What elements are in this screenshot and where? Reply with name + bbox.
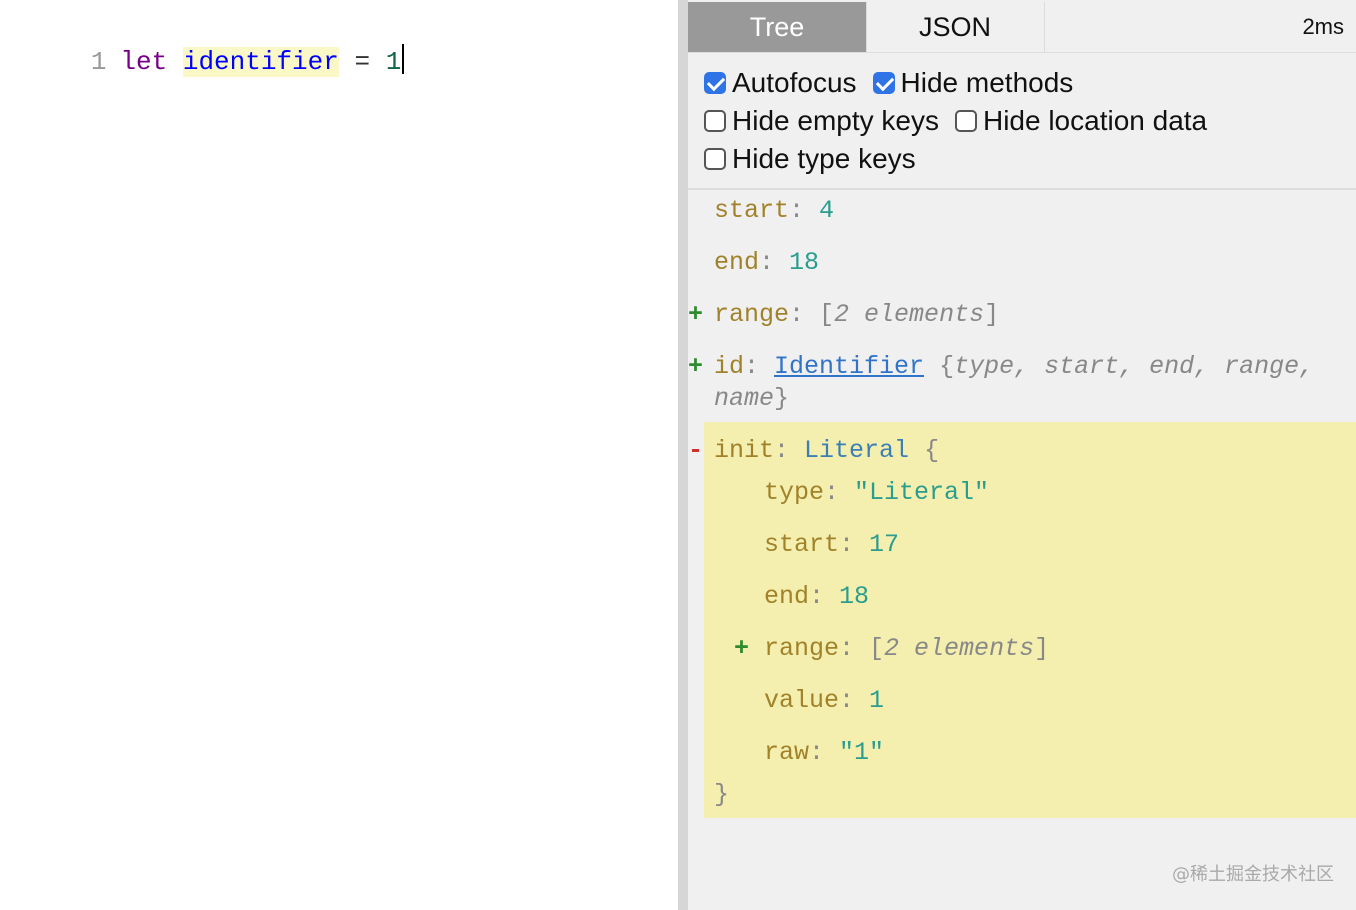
checkbox-hide-location-data[interactable] — [954, 110, 977, 132]
property-value: 18 — [839, 582, 870, 611]
panel-splitter[interactable] — [678, 0, 688, 910]
tree-property-value: value: 1 — [764, 686, 885, 715]
property-value: 4 — [819, 196, 835, 225]
options-row: Autofocus Hide methods — [704, 67, 1089, 105]
checkbox-autofocus[interactable] — [704, 72, 726, 94]
operator-token: = — [354, 47, 371, 77]
output-tabs: Tree JSON 2ms — [688, 2, 1356, 53]
collapse-toggle[interactable]: - — [688, 436, 704, 465]
option-label: Autofocus — [732, 67, 857, 98]
line-number: 1 — [90, 47, 107, 77]
property-key: end — [714, 248, 760, 277]
property-value: 18 — [789, 248, 820, 277]
tree-property-type: type: "Literal" — [764, 478, 990, 507]
options-row: Hide empty keys Hide location data — [704, 105, 1223, 143]
expand-toggle[interactable]: + — [734, 634, 750, 663]
options-row: Hide type keys — [704, 143, 932, 181]
collapsed-summary: 2 elements — [884, 634, 1035, 663]
checkbox-hide-methods[interactable] — [872, 72, 895, 94]
tree-property-end: end: 18 — [714, 248, 820, 277]
number-token: 1 — [385, 47, 402, 77]
expand-toggle[interactable]: + — [688, 300, 704, 329]
option-label: Hide methods — [900, 67, 1074, 98]
property-key: range — [714, 300, 790, 329]
editor-line[interactable]: 1 let identifier = 1 — [0, 8, 405, 77]
identifier-token: identifier — [182, 47, 339, 77]
tree-property-start: start: 4 — [714, 196, 835, 225]
code-editor[interactable]: 1 let identifier = 1 — [0, 0, 678, 910]
option-label: Hide location data — [982, 105, 1208, 136]
checkbox-hide-empty-keys[interactable] — [704, 110, 726, 132]
node-type-link[interactable]: Identifier — [774, 352, 925, 381]
option-hide-methods[interactable]: Hide methods — [872, 67, 1074, 99]
tab-json[interactable]: JSON — [866, 2, 1045, 52]
property-key: end — [764, 582, 810, 611]
text-cursor — [402, 44, 405, 74]
option-hide-location-data[interactable]: Hide location data — [954, 105, 1208, 137]
tree-property-end: end: 18 — [764, 582, 870, 611]
output-panel: Tree JSON 2ms Autofocus Hide methods Hide… — [688, 0, 1356, 910]
tree-property-init[interactable]: init: Literal { — [714, 436, 940, 465]
property-key: start — [764, 530, 840, 559]
ast-tree: start: 4 end: 18 + range: [2 elements] +… — [688, 190, 1356, 910]
watermark: @稀土掘金技术社区 — [1172, 864, 1334, 885]
tree-property-range[interactable]: range: [2 elements] — [714, 300, 1000, 329]
tree-property-id[interactable]: id: Identifier {type, start, end, range, — [714, 352, 1315, 381]
tree-property-raw: raw: "1" — [764, 738, 885, 767]
option-label: Hide type keys — [732, 143, 916, 174]
property-key: type — [764, 478, 825, 507]
node-type: Literal — [804, 436, 910, 465]
keyword-token: let — [120, 47, 168, 77]
property-value: 1 — [869, 686, 885, 715]
property-key: value — [764, 686, 840, 715]
option-hide-type-keys[interactable]: Hide type keys — [704, 143, 916, 175]
property-key: start — [714, 196, 790, 225]
option-autofocus[interactable]: Autofocus — [704, 67, 857, 99]
tree-property-id-cont: name} — [714, 384, 790, 413]
highlighted-node — [704, 422, 1356, 818]
property-key: init — [714, 436, 775, 465]
collapsed-summary: name — [714, 384, 775, 413]
tree-property-start: start: 17 — [764, 530, 900, 559]
parse-time: 2ms — [1302, 14, 1344, 39]
checkbox-hide-type-keys[interactable] — [704, 148, 726, 170]
property-value: 17 — [869, 530, 900, 559]
property-key: range — [764, 634, 840, 663]
property-value: "Literal" — [854, 478, 990, 507]
property-key: raw — [764, 738, 810, 767]
collapsed-summary: type, start, end, range, — [954, 352, 1315, 381]
option-hide-empty-keys[interactable]: Hide empty keys — [704, 105, 939, 137]
property-key: id — [714, 352, 745, 381]
option-label: Hide empty keys — [732, 105, 939, 136]
expand-toggle[interactable]: + — [688, 352, 704, 381]
collapsed-summary: 2 elements — [834, 300, 985, 329]
property-value: "1" — [839, 738, 885, 767]
closing-brace: } — [714, 780, 730, 809]
tree-property-range[interactable]: range: [2 elements] — [764, 634, 1050, 663]
tab-tree[interactable]: Tree — [688, 2, 867, 52]
